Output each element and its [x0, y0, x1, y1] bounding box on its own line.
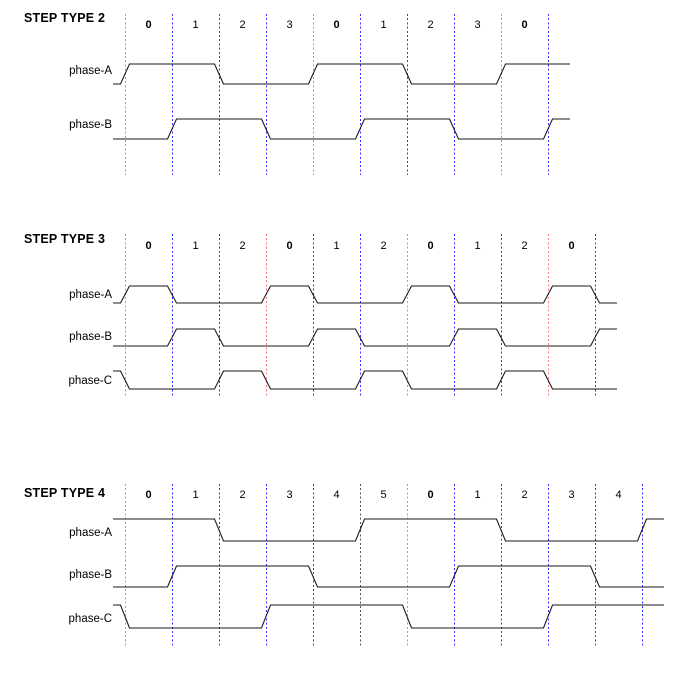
step-number-label: 0 [568, 240, 575, 252]
waveform-step-type-4-phase-B [113, 565, 664, 588]
step-number-label: 0 [145, 489, 152, 501]
waveform-step-type-3-phase-A [113, 285, 617, 304]
step-number-label: 2 [239, 19, 246, 31]
step-number-label: 3 [286, 19, 293, 31]
phase-label-phase-A: phase-A [69, 65, 112, 77]
phase-label-phase-A: phase-A [69, 289, 112, 301]
phase-label-phase-C: phase-C [68, 613, 112, 625]
step-number-label: 0 [333, 19, 340, 31]
step-number-label: 2 [239, 240, 246, 252]
step-number-label: 3 [474, 19, 481, 31]
phase-label-phase-C: phase-C [68, 375, 112, 387]
phase-label-phase-B: phase-B [69, 569, 112, 581]
step-number-label: 2 [427, 19, 434, 31]
step-number-label: 2 [239, 489, 246, 501]
step-number-label: 1 [380, 19, 387, 31]
step-number-label: 4 [333, 489, 340, 501]
step-number-label: 2 [380, 240, 387, 252]
waveform-step-type-2-phase-A [113, 63, 570, 85]
step-number-label: 1 [474, 240, 481, 252]
step-number-label: 1 [192, 240, 199, 252]
step-number-label: 1 [192, 489, 199, 501]
waveform-step-type-3-phase-B [113, 328, 617, 347]
section-title-step-type-2: STEP TYPE 2 [24, 11, 106, 25]
step-number-label: 0 [145, 19, 152, 31]
section-title-step-type-4: STEP TYPE 4 [24, 486, 106, 500]
step-number-label: 0 [427, 240, 434, 252]
step-number-label: 3 [568, 489, 575, 501]
step-number-label: 2 [521, 489, 528, 501]
phase-label-phase-B: phase-B [69, 331, 112, 343]
phase-label-phase-B: phase-B [69, 119, 112, 131]
section-title-step-type-3: STEP TYPE 3 [24, 232, 106, 246]
step-number-label: 3 [286, 489, 293, 501]
step-number-label: 4 [615, 489, 622, 501]
step-number-label: 0 [427, 489, 434, 501]
step-number-label: 1 [333, 240, 340, 252]
step-number-label: 2 [521, 240, 528, 252]
phase-label-phase-A: phase-A [69, 527, 112, 539]
waveform-step-type-4-phase-C [113, 604, 664, 629]
step-number-label: 0 [521, 19, 528, 31]
waveform-step-type-4-phase-A [113, 518, 664, 542]
step-number-label: 0 [286, 240, 293, 252]
waveform-step-type-3-phase-C [113, 370, 617, 390]
step-number-label: 1 [192, 19, 199, 31]
step-number-label: 0 [145, 240, 152, 252]
waveform-step-type-2-phase-B [113, 118, 570, 140]
step-number-label: 5 [380, 489, 387, 501]
step-number-label: 1 [474, 489, 481, 501]
